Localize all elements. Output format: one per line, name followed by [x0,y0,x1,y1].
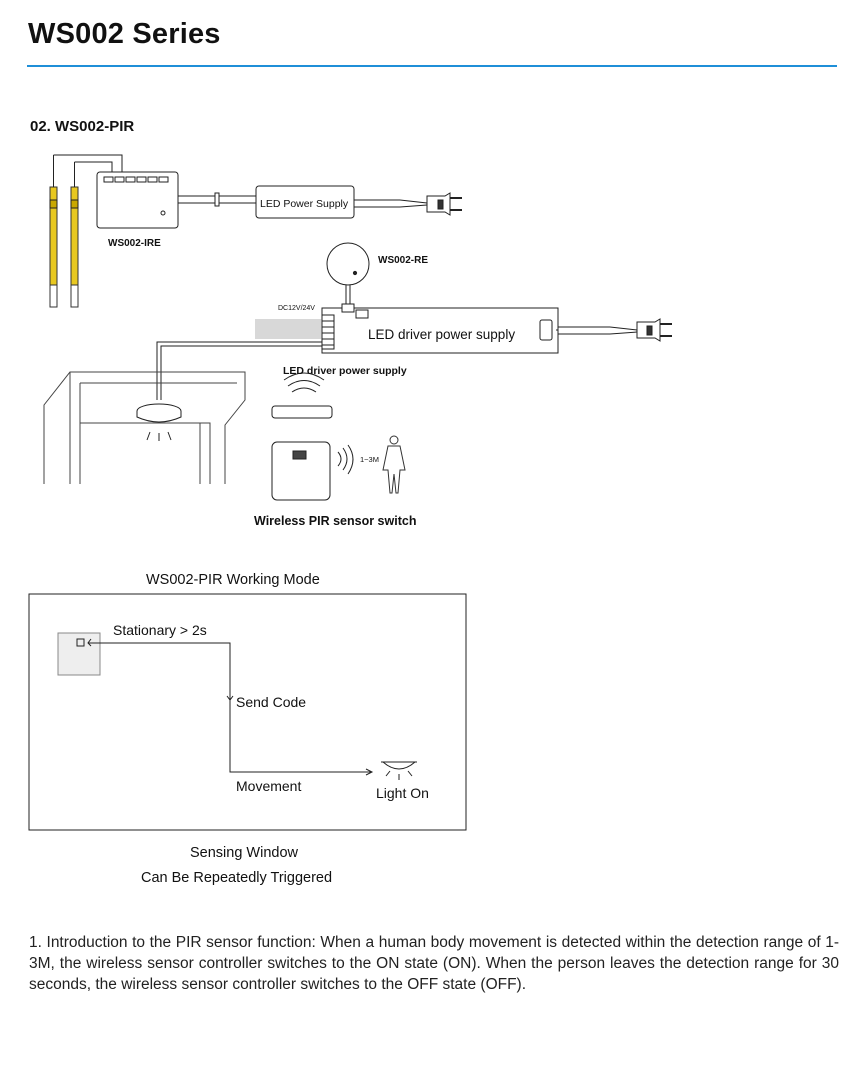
dc-voltage-label: DC12V/24V [278,305,315,312]
driver-box-label: LED driver power supply [368,327,515,342]
re-receiver [326,242,370,286]
wireless-signal-icon [283,372,325,393]
range-label: 1~3M [360,455,379,464]
send-code-label: Send Code [236,694,306,710]
ire-terminals [103,176,169,183]
output-wires [255,319,322,339]
led-power-supply-label: LED Power Supply [260,198,349,210]
flat-controller [271,405,333,419]
stationary-label: Stationary > 2s [113,622,207,638]
ire-label: WS002-IRE [108,238,161,249]
puck-light [136,403,182,441]
plug-1 [426,192,462,216]
working-mode-box [28,593,467,831]
page-title: WS002 Series [28,18,221,50]
plug-2 [636,318,672,342]
repeat-trigger-label: Can Be Repeatedly Triggered [141,870,332,886]
movement-label: Movement [236,778,301,794]
driver-caption: LED driver power supply [283,365,407,377]
person-icon [382,435,406,494]
led-strip-1 [49,155,58,308]
pir-signal-icon [337,444,354,475]
led-power-supply [255,185,355,219]
title-divider [27,65,837,67]
led-strip-2 [70,162,79,308]
light-on-icon [381,761,417,780]
ire-controller [96,171,179,229]
section-title: 02. WS002-PIR [30,118,135,135]
sensing-window-label: Sensing Window [190,845,299,861]
pir-caption: Wireless PIR sensor switch [254,514,416,528]
intro-paragraph: 1. Introduction to the PIR sensor functi… [29,934,839,993]
pir-sensor-switch [271,441,331,501]
working-mode-title: WS002-PIR Working Mode [146,572,320,588]
light-on-label: Light On [376,785,429,801]
cabinet [43,371,246,484]
re-label: WS002-RE [378,255,428,266]
driver-terminals [321,314,335,350]
